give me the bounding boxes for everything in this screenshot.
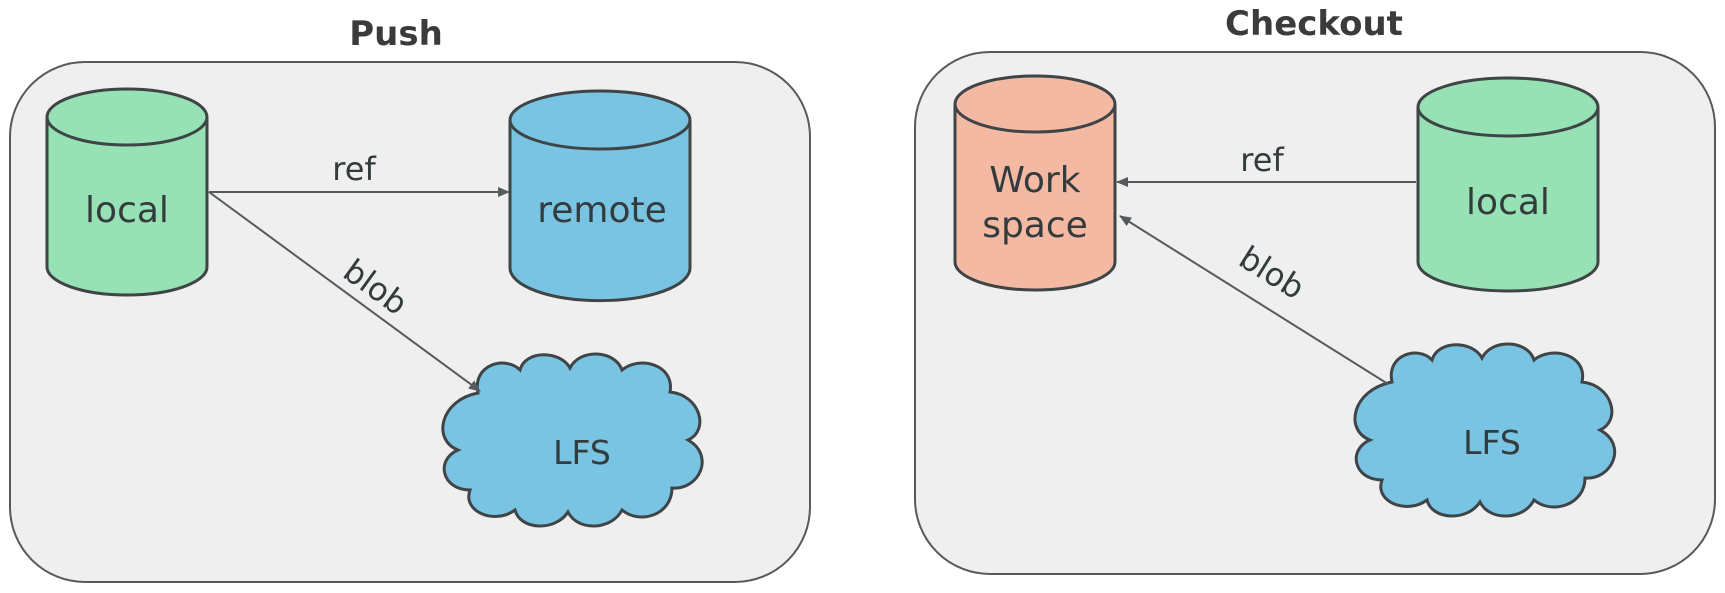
push-panel: Push local remote LFS ref blob xyxy=(9,14,811,583)
checkout-lfs-label: LFS xyxy=(1463,423,1521,462)
push-local-cylinder: local xyxy=(45,87,209,297)
checkout-local-cylinder: local xyxy=(1416,76,1600,293)
push-blob-arrow xyxy=(208,191,481,392)
checkout-local-label: local xyxy=(1466,182,1550,223)
checkout-workspace-label-line2: space xyxy=(982,205,1088,246)
checkout-lfs-cloud: LFS xyxy=(1353,342,1617,518)
push-lfs-label: LFS xyxy=(553,433,611,472)
checkout-panel: Checkout Work space local LFS ref blob xyxy=(914,4,1716,575)
push-remote-cylinder: remote xyxy=(508,89,692,303)
checkout-workspace-label-line1: Work xyxy=(989,160,1080,201)
push-ref-label: ref xyxy=(332,150,376,188)
push-remote-label: remote xyxy=(537,190,667,231)
checkout-ref-label: ref xyxy=(1240,141,1284,179)
checkout-workspace-cylinder: Work space xyxy=(953,74,1117,292)
push-local-label: local xyxy=(85,190,169,231)
push-lfs-cloud: LFS xyxy=(441,352,704,528)
push-title: Push xyxy=(349,14,443,54)
checkout-blob-arrow xyxy=(1119,215,1389,385)
checkout-title: Checkout xyxy=(1225,4,1403,44)
